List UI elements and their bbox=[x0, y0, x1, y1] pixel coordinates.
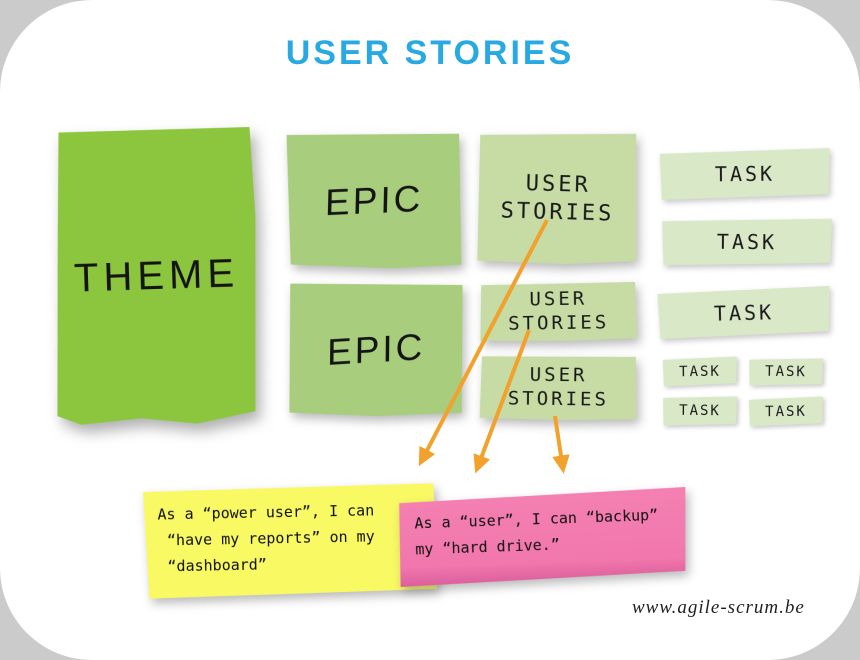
task-label: TASK bbox=[713, 299, 775, 326]
task-label: TASK bbox=[765, 403, 807, 420]
user-stories-note-surface: USER STORIES bbox=[480, 282, 638, 342]
task-label: TASK bbox=[765, 363, 807, 381]
task-note-surface: TASK bbox=[660, 148, 831, 200]
task-note-small-2: TASK bbox=[749, 357, 823, 386]
epic-note-1: EPIC bbox=[285, 132, 462, 269]
task-label: TASK bbox=[679, 363, 721, 380]
page-title: USER STORIES bbox=[285, 34, 575, 72]
epic-label: EPIC bbox=[326, 325, 426, 373]
task-label: TASK bbox=[714, 161, 776, 187]
user-stories-note-3: USER STORIES bbox=[480, 355, 638, 421]
task-note-small-3: TASK bbox=[663, 396, 737, 427]
task-note-surface: TASK bbox=[657, 286, 830, 339]
user-stories-label: USER STORIES bbox=[508, 288, 610, 337]
task-note-surface: TASK bbox=[749, 397, 823, 427]
task-note-surface: TASK bbox=[663, 396, 737, 427]
story-card-surface: As a “power user”, I can “have my report… bbox=[143, 483, 437, 599]
user-stories-note-1: USER STORIES bbox=[477, 132, 637, 265]
task-label: TASK bbox=[679, 402, 721, 420]
theme-label: THEME bbox=[72, 250, 240, 301]
epic-note-2: EPIC bbox=[289, 282, 464, 416]
arrow-story3-to-card bbox=[552, 415, 570, 474]
user-stories-label: USER STORIES bbox=[508, 364, 610, 413]
user-stories-line-1: USER bbox=[529, 363, 588, 387]
website-credit: www.agile-scrum.be bbox=[632, 597, 805, 618]
task-note-small-1: TASK bbox=[663, 356, 737, 386]
epic-label: EPIC bbox=[324, 177, 424, 223]
story-card-line-2: my “hard drive.” bbox=[415, 535, 561, 559]
story-card-line-3: “dashboard” bbox=[158, 555, 267, 576]
user-stories-line-1: USER bbox=[525, 171, 591, 198]
task-note-2: TASK bbox=[662, 217, 832, 266]
task-note-small-4: TASK bbox=[749, 397, 823, 427]
theme-note: THEME bbox=[54, 127, 257, 425]
story-card-line-2: “have my reports” on my bbox=[157, 527, 375, 550]
story-card-pink: As a “user”, I can “backup” my “hard dri… bbox=[398, 487, 689, 587]
user-stories-note-surface: USER STORIES bbox=[477, 132, 637, 265]
task-note-surface: TASK bbox=[749, 357, 823, 386]
task-note-surface: TASK bbox=[663, 356, 737, 386]
story-card-yellow: As a “power user”, I can “have my report… bbox=[143, 483, 437, 599]
story-card-surface: As a “user”, I can “backup” my “hard dri… bbox=[398, 487, 689, 587]
epic-note-surface: EPIC bbox=[285, 132, 462, 269]
task-label: TASK bbox=[716, 229, 778, 255]
theme-note-surface: THEME bbox=[54, 127, 257, 425]
user-stories-note-surface: USER STORIES bbox=[480, 355, 638, 421]
task-note-1: TASK bbox=[660, 148, 831, 200]
task-note-3: TASK bbox=[657, 286, 830, 339]
user-stories-line-2: STORIES bbox=[507, 387, 610, 411]
epic-note-surface: EPIC bbox=[289, 282, 464, 416]
task-note-surface: TASK bbox=[662, 217, 832, 266]
user-stories-line-2: STORIES bbox=[507, 311, 610, 335]
user-stories-note-2: USER STORIES bbox=[480, 282, 638, 342]
user-stories-line-1: USER bbox=[529, 287, 588, 311]
user-stories-line-2: STORIES bbox=[499, 197, 615, 227]
user-stories-label: USER STORIES bbox=[500, 169, 615, 227]
